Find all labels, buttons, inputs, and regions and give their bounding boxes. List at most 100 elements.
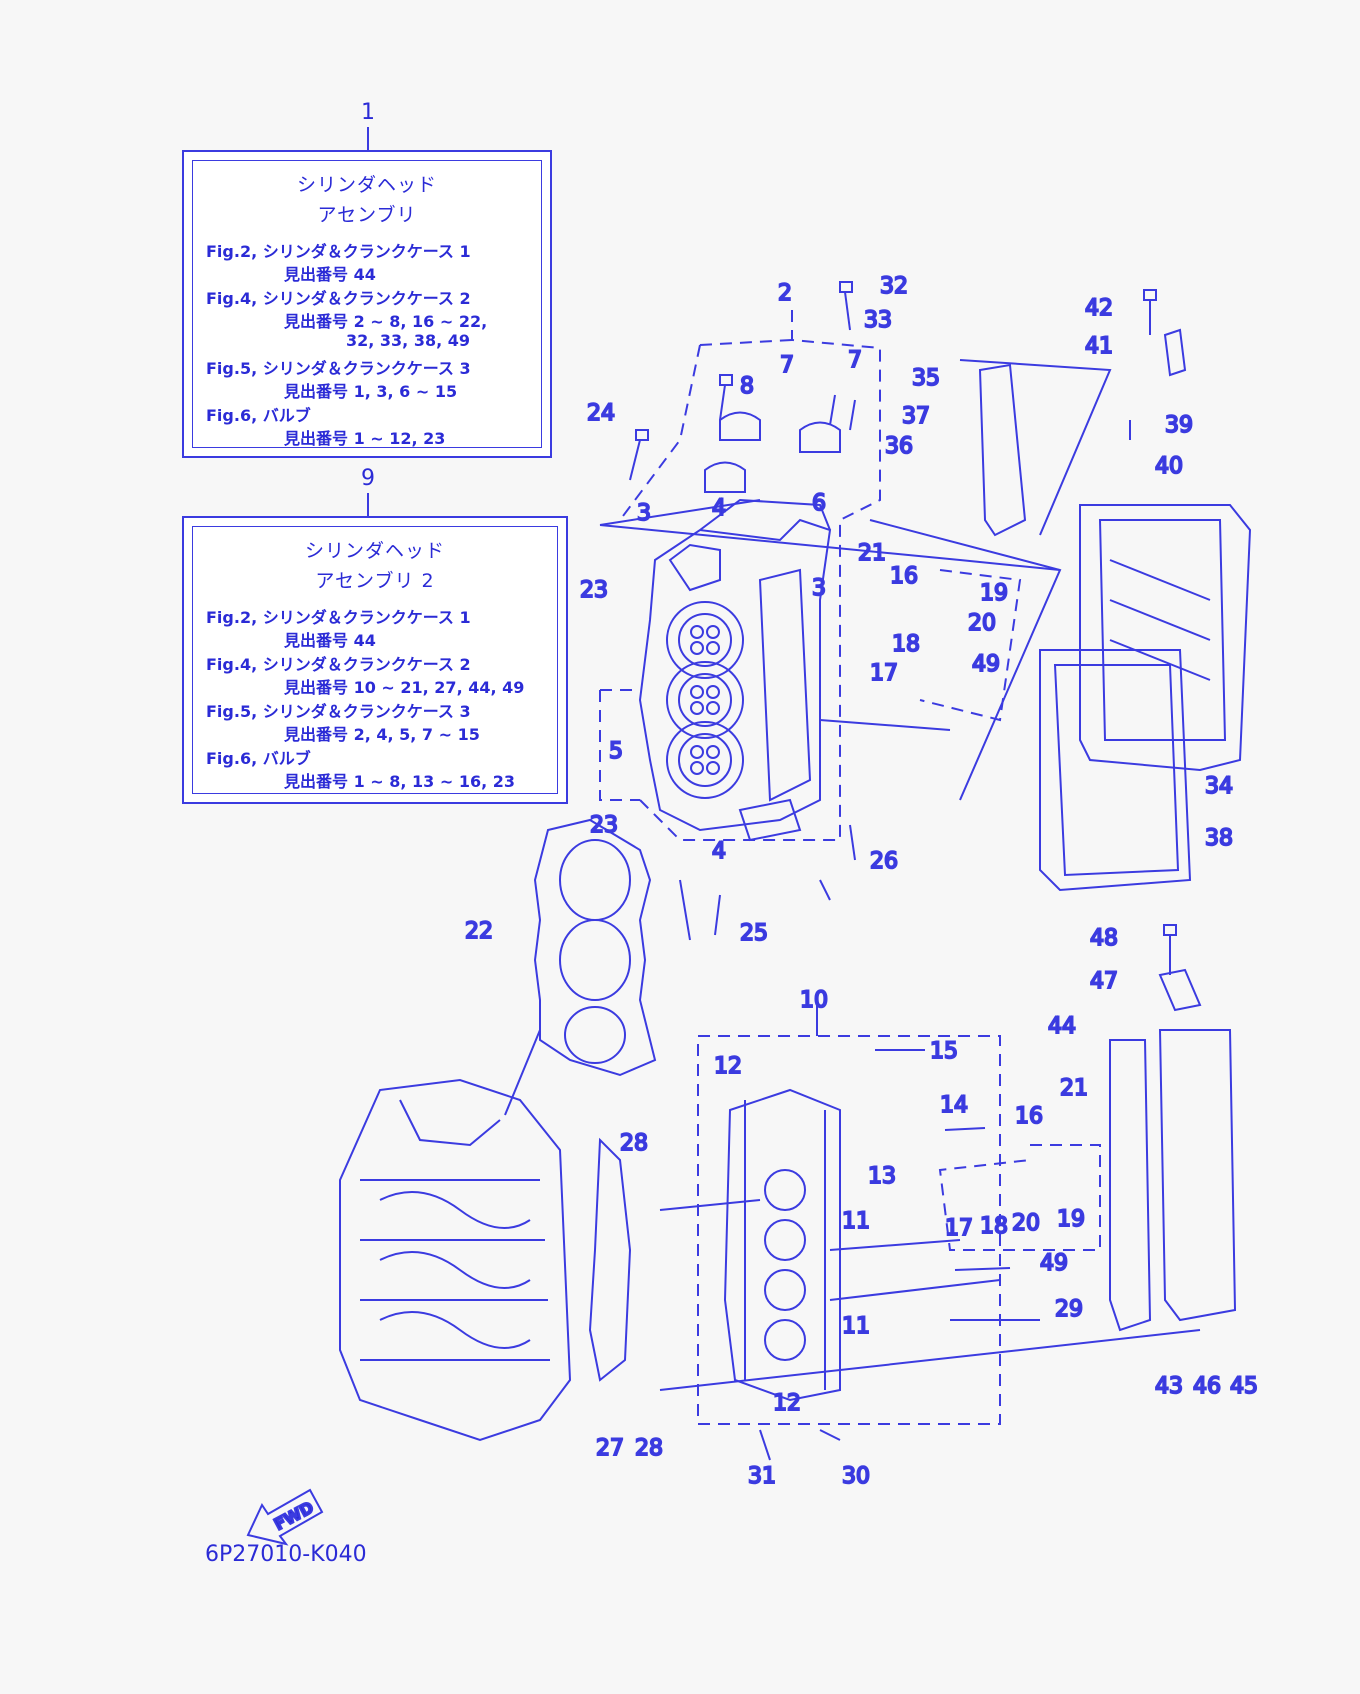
callout-39: 39 <box>1165 413 1193 438</box>
box2-ref-fig5: Fig.5, シリンダ＆クランクケース 3 <box>206 702 471 721</box>
callout-44: 44 <box>1048 1014 1076 1039</box>
cylinder-head-cover-34 <box>1079 504 1252 772</box>
callout-41: 41 <box>1085 334 1113 359</box>
callout-35: 35 <box>912 366 940 391</box>
cylinder-head-upper <box>638 498 832 842</box>
cylinder-head-lower <box>723 1088 841 1402</box>
callout-25: 25 <box>740 921 768 946</box>
box2-ref-fig4: Fig.4, シリンダ＆クランクケース 2 <box>206 655 471 674</box>
group-16-lower-outline <box>938 1144 1101 1251</box>
box1-ref-fig6: Fig.6, バルブ <box>206 406 311 425</box>
head-gasket-22 <box>533 818 657 1077</box>
callout-5: 5 <box>609 739 623 764</box>
callout-15: 15 <box>930 1039 958 1064</box>
group-16-upper-outline <box>919 569 1022 722</box>
callout-4b: 4 <box>712 839 726 864</box>
group-2-outline <box>639 310 881 841</box>
callout-23a: 23 <box>580 578 608 603</box>
callout-33: 33 <box>864 308 892 333</box>
box1-ref-fig4-items: 見出番号 2 ~ 8, 16 ~ 22, <box>284 312 488 331</box>
callout-28b: 28 <box>635 1436 663 1461</box>
callout-26: 26 <box>870 849 898 874</box>
callout-1: 1 <box>361 100 375 125</box>
callout-12a: 12 <box>714 1054 742 1079</box>
box2-ref-fig2-items: 見出番号 44 <box>284 631 376 650</box>
callout-38: 38 <box>1205 826 1233 851</box>
callout-8: 8 <box>740 374 754 399</box>
bracket-47 <box>1158 968 1202 1012</box>
callout-42: 42 <box>1085 296 1113 321</box>
bracket-41 <box>1163 328 1187 377</box>
callout-48: 48 <box>1090 926 1118 951</box>
callout-11a: 11 <box>842 1209 870 1234</box>
diagram-code: 6P27010-K040 <box>205 1542 367 1567</box>
callout-12b: 12 <box>773 1391 801 1416</box>
cylinder-head-cover-43 <box>1158 1029 1237 1322</box>
callout-6: 6 <box>812 491 826 516</box>
callout-18a: 18 <box>892 632 920 657</box>
box2-ref-fig6-items: 見出番号 1 ~ 8, 13 ~ 16, 23 <box>284 772 516 791</box>
callout-22: 22 <box>465 919 493 944</box>
callout-2: 2 <box>778 281 792 306</box>
callout-46: 46 <box>1193 1374 1221 1399</box>
box1-ref-fig5-items: 見出番号 1, 3, 6 ~ 15 <box>284 382 458 401</box>
callout-3b: 3 <box>812 576 826 601</box>
callout-31: 31 <box>748 1464 776 1489</box>
callout-43: 43 <box>1155 1374 1183 1399</box>
callout-37: 37 <box>902 404 930 429</box>
callout-28a: 28 <box>620 1131 648 1156</box>
callout-21a: 21 <box>858 541 886 566</box>
cam-caps <box>704 411 841 493</box>
box1-title-line2: アセンブリ <box>317 204 417 226</box>
callout-16b: 16 <box>1015 1104 1043 1129</box>
callout-19b: 19 <box>1057 1207 1085 1232</box>
box1-ref-fig6-items: 見出番号 1 ~ 12, 23 <box>284 429 446 448</box>
callout-11b: 11 <box>842 1314 870 1339</box>
callout-32: 32 <box>880 274 908 299</box>
callout-30: 30 <box>842 1464 870 1489</box>
box2-ref-fig5-items: 見出番号 2, 4, 5, 7 ~ 15 <box>284 725 480 744</box>
cover-gasket-38 <box>1039 649 1192 892</box>
callout-40: 40 <box>1155 454 1183 479</box>
callout-24: 24 <box>587 401 615 426</box>
callout-7b: 7 <box>848 348 862 373</box>
callout-4a: 4 <box>712 496 726 521</box>
cylinder-block <box>339 1078 572 1442</box>
group-10-outline <box>697 1035 1001 1425</box>
callout-45: 45 <box>1230 1374 1258 1399</box>
callout-16a: 16 <box>890 564 918 589</box>
callout-20a: 20 <box>968 611 996 636</box>
callout-49b: 49 <box>1040 1251 1068 1276</box>
callout-23b: 23 <box>590 813 618 838</box>
gasket-27 <box>588 1137 632 1382</box>
callout-49a: 49 <box>972 652 1000 677</box>
callout-34: 34 <box>1205 774 1233 799</box>
box1-ref-fig4: Fig.4, シリンダ＆クランクケース 2 <box>206 289 471 308</box>
box1-ref-fig2-items: 見出番号 44 <box>284 265 376 284</box>
box2-ref-fig4-items: 見出番号 10 ~ 21, 27, 44, 49 <box>284 678 525 697</box>
callout-47: 47 <box>1090 969 1118 994</box>
assembly-box-2: シリンダヘッド アセンブリ 2 Fig.2, シリンダ＆クランクケース 1 見出… <box>182 516 568 804</box>
assembly-box-1: シリンダヘッド アセンブリ Fig.2, シリンダ＆クランクケース 1 見出番号… <box>182 150 552 458</box>
box1-title-line1: シリンダヘッド <box>296 174 437 196</box>
fwd-arrow <box>246 1488 324 1546</box>
callout-3a: 3 <box>637 501 651 526</box>
bolts <box>629 281 1177 1461</box>
box2-ref-fig2: Fig.2, シリンダ＆クランクケース 1 <box>206 608 471 627</box>
callout-7a: 7 <box>780 353 794 378</box>
box1-ref-fig2: Fig.2, シリンダ＆クランクケース 1 <box>206 242 471 261</box>
callout-27: 27 <box>596 1436 624 1461</box>
plate-35 <box>978 363 1027 537</box>
callout-29: 29 <box>1055 1297 1083 1322</box>
callout-21b: 21 <box>1060 1076 1088 1101</box>
box2-title-line1: シリンダヘッド <box>304 540 445 562</box>
callout-17b: 17 <box>945 1216 973 1241</box>
callout-14: 14 <box>940 1093 968 1118</box>
box2-title-line2: アセンブリ 2 <box>315 570 435 592</box>
callout-18b: 18 <box>980 1214 1008 1239</box>
callout-19a: 19 <box>980 581 1008 606</box>
cover-gasket-44 <box>1109 1039 1152 1332</box>
callout-17a: 17 <box>870 661 898 686</box>
callout-20b: 20 <box>1012 1211 1040 1236</box>
